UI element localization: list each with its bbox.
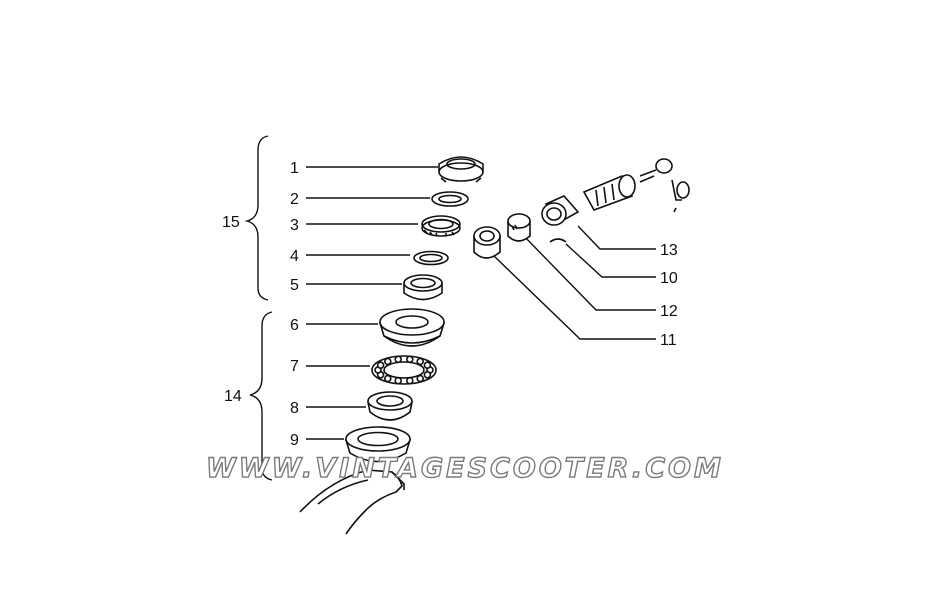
leader-line-11 xyxy=(493,255,656,340)
part-label-2: 2 xyxy=(290,191,299,208)
bearing-ball xyxy=(405,355,414,364)
bearing-ball xyxy=(376,361,385,370)
part-8-lower-race xyxy=(367,391,413,421)
group-label-15: 15 xyxy=(222,214,240,231)
leader-line-10 xyxy=(565,243,656,278)
bearing-ball xyxy=(405,376,414,385)
part-2-washer xyxy=(431,191,469,207)
part-6-cone-race xyxy=(378,308,446,347)
bracket-group-15 xyxy=(244,135,269,301)
part-label-5: 5 xyxy=(290,277,299,294)
part-label-11: 11 xyxy=(660,332,677,349)
part-label-10: 10 xyxy=(660,270,678,287)
part-label-3: 3 xyxy=(290,217,299,234)
lock-cylinder xyxy=(582,174,636,211)
bearing-ball xyxy=(383,357,392,366)
steering-tube xyxy=(299,469,405,535)
group-label-14: 14 xyxy=(224,388,242,405)
bracket-group-14 xyxy=(249,311,273,481)
bearing-ball xyxy=(383,374,392,383)
part-label-9: 9 xyxy=(290,432,299,449)
part-1-locknut xyxy=(438,156,484,183)
part-label-12: 12 xyxy=(660,303,678,320)
bearing-ball xyxy=(416,374,425,383)
bearing-ball xyxy=(394,355,403,364)
watermark-text: WWW.VINTAGESCOOTER.COM xyxy=(206,453,724,484)
bearing-ball xyxy=(423,361,432,370)
bearing-ball xyxy=(423,370,432,379)
part-12-bushing xyxy=(507,213,531,242)
part-label-8: 8 xyxy=(290,400,299,417)
part-11-sleeve xyxy=(473,226,501,259)
part-13-lock-housing xyxy=(541,195,580,226)
key-icon xyxy=(639,158,690,213)
bearing-ball xyxy=(416,357,425,366)
part-3-cup xyxy=(421,215,461,237)
part-label-13: 13 xyxy=(660,242,678,259)
leader-line-13 xyxy=(577,225,656,250)
part-label-4: 4 xyxy=(290,248,299,265)
part-9-base-cup xyxy=(344,426,412,463)
leader-line-12 xyxy=(519,231,656,311)
part-7-ball-cage xyxy=(371,355,437,385)
part-5-bearing-race xyxy=(403,274,443,301)
part-label-1: 1 xyxy=(290,160,299,177)
bearing-ball xyxy=(394,376,403,385)
part-10-clip xyxy=(549,238,567,243)
part-label-6: 6 xyxy=(290,317,299,334)
part-4-ring xyxy=(413,250,449,266)
part-label-7: 7 xyxy=(290,358,299,375)
